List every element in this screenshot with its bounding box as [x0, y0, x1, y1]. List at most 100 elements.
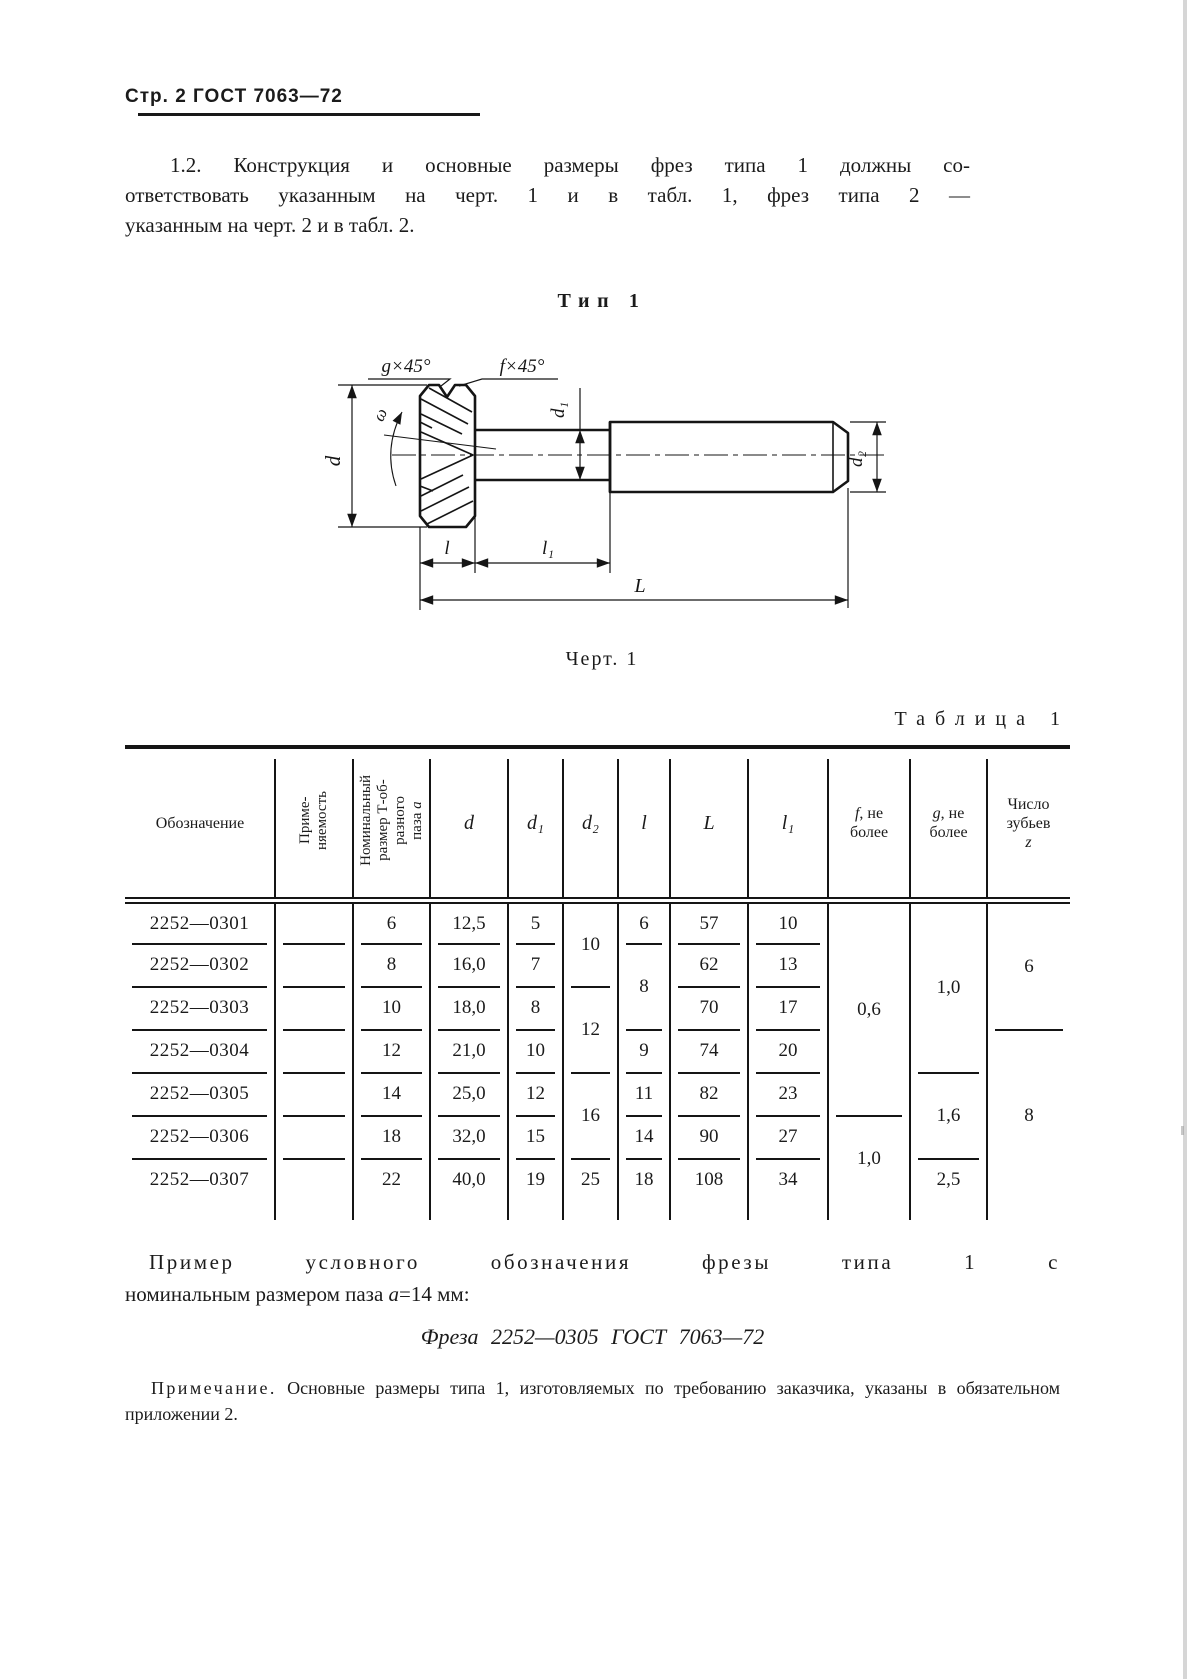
- value-cell-a: 18: [353, 1115, 431, 1160]
- header-d1: d₁: [508, 747, 564, 904]
- header-applicability: Приме- няемость: [275, 747, 354, 904]
- value-cell-L: 108: [670, 1158, 749, 1202]
- paragraph-line: ответствовать указанным на черт. 1 и в т…: [125, 183, 970, 207]
- d-label: d: [321, 455, 345, 466]
- page-header: Стр. 2 ГОСТ 7063—72: [125, 86, 343, 108]
- value-cell-l1: 10: [748, 900, 829, 944]
- value-cell-d: 25,0: [430, 1072, 509, 1117]
- value-cell-f: 0,6: [828, 900, 911, 1116]
- value-cell-L: 62: [670, 943, 749, 988]
- value-cell-d1: 12: [508, 1072, 564, 1117]
- value-cell-a: 8: [353, 943, 431, 988]
- paragraph-line: указанным на черт. 2 и в табл. 2.: [125, 213, 415, 237]
- value-cell-z: 8: [1024, 1104, 1034, 1126]
- example-paragraph: Пример условного обозначения фрезы типа …: [125, 1250, 1060, 1350]
- dimension-d2: d₂: [846, 421, 886, 493]
- applicability-cell: [275, 986, 354, 1031]
- figure-type-heading: Тип 1: [557, 290, 647, 312]
- header-rule: [138, 113, 480, 116]
- value-cell-l1: 34: [748, 1158, 829, 1202]
- paragraph-1-2: 1.2. Конструкция и основные размеры фрез…: [125, 150, 970, 240]
- value-cell-f: 1,0: [828, 1115, 911, 1202]
- value-cell-l1: 20: [748, 1029, 829, 1074]
- value-cell-L: 82: [670, 1072, 749, 1117]
- cutter-neck: [475, 428, 610, 482]
- designation-cell: 2252—0302: [125, 943, 276, 988]
- value-cell-l: 11: [618, 1072, 671, 1117]
- value-cell-a: 22: [353, 1158, 431, 1202]
- l-label: l: [444, 538, 449, 559]
- table-row: 2252—0301 6 12,5 5 10 6 57 10 0,6 1,0 6: [125, 900, 1070, 1116]
- header-l1: l₁: [748, 747, 829, 904]
- value-cell-d: 21,0: [430, 1029, 509, 1074]
- example-intro-line2: номинальным размером паза a=14 мм:: [125, 1282, 470, 1306]
- note-text: Основные размеры типа 1, изготовляемых п…: [125, 1378, 1060, 1424]
- cutter-head: [418, 383, 477, 529]
- header-d2: d₂: [563, 747, 619, 904]
- note-paragraph: Примечание. Основные размеры типа 1, изг…: [125, 1375, 1060, 1427]
- example-intro-line1: Пример условного обозначения фрезы типа …: [149, 1250, 1060, 1274]
- header-f: f, не более: [828, 747, 911, 904]
- header-nominal-size: Номинальный размер Т-об- разного паза a: [353, 747, 431, 904]
- L-label: L: [633, 575, 645, 597]
- dimension-g-chamfer: g×45°: [368, 356, 452, 387]
- applicability-cell: [275, 1029, 354, 1074]
- header-L: L: [670, 747, 749, 904]
- g-chamfer-label: g×45°: [382, 356, 431, 377]
- value-cell-l: 14: [618, 1115, 671, 1160]
- value-cell-a: 6: [353, 900, 431, 944]
- header-teeth-count: Число зубьев z: [987, 747, 1070, 904]
- applicability-cell: [275, 900, 354, 944]
- value-cell-d: 40,0: [430, 1158, 509, 1202]
- value-cell-d2: 16: [563, 1072, 619, 1160]
- value-cell-z: 6: [987, 901, 1070, 1030]
- value-cell-a: 10: [353, 986, 431, 1031]
- value-cell-L: 74: [670, 1029, 749, 1074]
- l1-label: l₁: [542, 538, 554, 559]
- dimension-f-chamfer: f×45°: [458, 356, 558, 387]
- value-cell-d1: 5: [508, 900, 564, 944]
- value-cell-l: 9: [618, 1029, 671, 1074]
- f-chamfer-label: f×45°: [500, 356, 545, 377]
- header-g: g, не более: [910, 747, 988, 904]
- applicability-cell: [275, 1072, 354, 1117]
- value-cell-L: 57: [670, 900, 749, 944]
- d1-label: d₁: [548, 402, 569, 418]
- value-cell-g: 2,5: [910, 1158, 988, 1202]
- note-label: Примечание.: [151, 1378, 277, 1398]
- value-cell-d: 32,0: [430, 1115, 509, 1160]
- table-row: 2252—0305 14 25,0 12 16 11 82 23 1,6: [125, 1072, 1070, 1160]
- designation-cell: 2252—0305: [125, 1072, 276, 1117]
- applicability-cell: [275, 943, 354, 988]
- value-cell-d: 12,5: [430, 900, 509, 944]
- paragraph-line: 1.2. Конструкция и основные размеры фрез…: [170, 153, 970, 177]
- table-row: 2252—0303 10 18,0 8 12 70 17: [125, 986, 1070, 1074]
- value-cell-l: 6: [618, 900, 671, 944]
- cutter-teeth: [419, 387, 474, 525]
- value-cell-L: 70: [670, 986, 749, 1031]
- d2-label: d₂: [846, 451, 867, 468]
- figure-caption: Черт. 1: [565, 648, 639, 670]
- value-cell-d2: 12: [563, 986, 619, 1074]
- value-cell-l1: 27: [748, 1115, 829, 1160]
- example-designation: Фреза 2252—0305 ГОСТ 7063—72: [420, 1324, 765, 1349]
- header-d: d: [430, 747, 509, 904]
- value-cell-l: 8: [618, 943, 671, 1031]
- value-cell-d1: 10: [508, 1029, 564, 1074]
- table-row: 2252—0306 18 32,0 15 14 90 27 1,0: [125, 1115, 1070, 1202]
- value-cell-l1: 17: [748, 986, 829, 1031]
- dimension-l1: l₁: [475, 492, 611, 573]
- value-cell-l1: 23: [748, 1072, 829, 1117]
- value-cell-d1: 7: [508, 943, 564, 988]
- applicability-cell: [275, 1158, 354, 1202]
- symbol-a: a: [388, 1282, 400, 1306]
- dimension-L: L: [420, 488, 849, 608]
- applicability-cell: [275, 1115, 354, 1160]
- value-cell-d1: 8: [508, 986, 564, 1031]
- value-cell-d: 18,0: [430, 986, 509, 1031]
- value-cell-d2: 25: [563, 1158, 619, 1202]
- table-header-row: Обозначение Приме- няемость Номинальный …: [125, 747, 1070, 904]
- value-cell-d1: 15: [508, 1115, 564, 1160]
- value-cell-l: 18: [618, 1158, 671, 1202]
